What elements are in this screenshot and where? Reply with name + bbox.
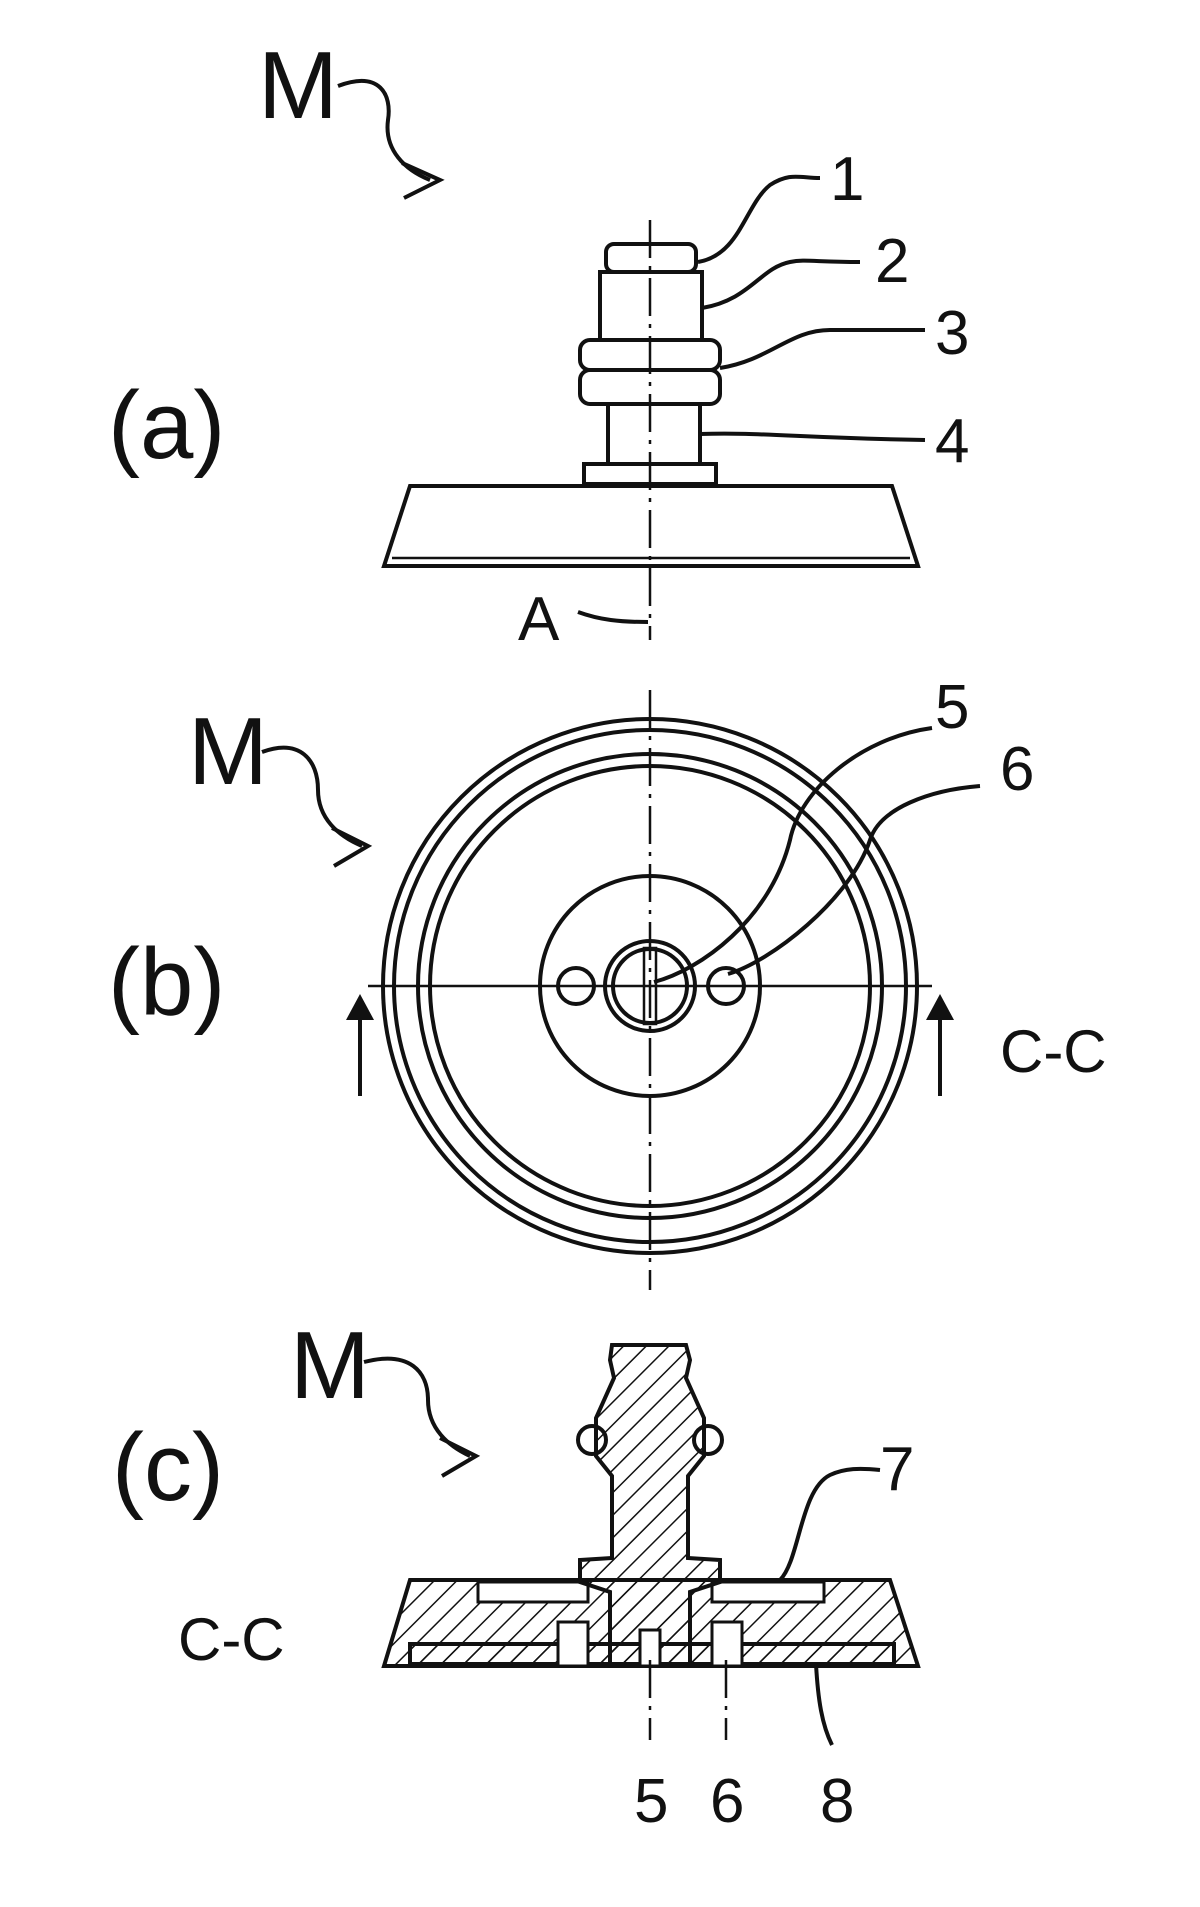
view-a: (a) M 1 2 3 4 A bbox=[108, 32, 969, 654]
callout-2-leader bbox=[701, 258, 861, 310]
o-ring-right bbox=[692, 1424, 724, 1456]
hole-left-section bbox=[556, 1620, 590, 1668]
view-b: (b) M C-C 5 6 bbox=[108, 673, 1107, 1290]
view-b-label: (b) bbox=[108, 929, 225, 1036]
callout-8-leader bbox=[814, 1663, 834, 1746]
part-6-hole-section bbox=[710, 1620, 744, 1668]
view-a-label: (a) bbox=[108, 372, 225, 479]
stem-outer bbox=[603, 939, 697, 1033]
view-c-label: (c) bbox=[112, 1414, 224, 1521]
axis-a-leader bbox=[577, 610, 649, 624]
callout-8: 8 bbox=[820, 1767, 854, 1836]
callout-3: 3 bbox=[935, 299, 969, 368]
section-stem bbox=[578, 1343, 722, 1668]
callout-5-section: 5 bbox=[634, 1767, 668, 1836]
view-b-section-label: C-C bbox=[1000, 1018, 1107, 1085]
view-b-assembly-leader bbox=[261, 745, 363, 848]
view-c-assembly-label: M bbox=[290, 1312, 370, 1419]
base-outer-edge bbox=[381, 717, 919, 1255]
callout-2: 2 bbox=[875, 227, 909, 296]
part-7-cavity bbox=[710, 1580, 826, 1604]
part-4-neck bbox=[606, 402, 702, 466]
callout-5-leader bbox=[653, 726, 933, 984]
view-c: (c) M C-C 7 5 6 8 bbox=[112, 1312, 921, 1836]
view-b-assembly-label: M bbox=[188, 698, 268, 805]
callout-1: 1 bbox=[830, 145, 864, 214]
section-arrow-right-head bbox=[926, 994, 954, 1020]
base-inner-edge bbox=[428, 764, 872, 1208]
part-5-slot bbox=[642, 946, 658, 1026]
callout-7-leader bbox=[778, 1466, 881, 1582]
callout-3-leader bbox=[719, 327, 925, 370]
view-a-base bbox=[381, 484, 921, 568]
callout-6-section: 6 bbox=[710, 1767, 744, 1836]
callout-6: 6 bbox=[1000, 735, 1034, 804]
hole-left bbox=[556, 966, 596, 1006]
axis-a-label: A bbox=[518, 585, 560, 654]
view-c-assembly-leader bbox=[363, 1356, 471, 1458]
callout-6-leader bbox=[727, 784, 981, 976]
view-c-section-label: C-C bbox=[178, 1606, 285, 1673]
view-b-assembly-arrowhead bbox=[331, 826, 373, 868]
upper-cavity-left bbox=[476, 1580, 590, 1604]
callout-1-leader bbox=[697, 174, 821, 264]
callout-7: 7 bbox=[880, 1435, 914, 1504]
view-a-assembly-label: M bbox=[258, 32, 338, 139]
hub-circle bbox=[538, 874, 762, 1098]
o-ring-left bbox=[576, 1424, 608, 1456]
section-arrow-left-head bbox=[346, 994, 374, 1020]
view-a-assembly-leader bbox=[337, 78, 431, 182]
base-outer-rim bbox=[392, 728, 908, 1244]
callout-5: 5 bbox=[935, 673, 969, 742]
callout-4-leader bbox=[699, 431, 926, 442]
view-a-assembly-arrowhead bbox=[401, 161, 445, 200]
part-6-hole bbox=[706, 966, 746, 1006]
callout-4: 4 bbox=[935, 407, 969, 476]
base-inner-rim bbox=[416, 752, 884, 1220]
view-c-assembly-arrowhead bbox=[439, 1436, 481, 1478]
